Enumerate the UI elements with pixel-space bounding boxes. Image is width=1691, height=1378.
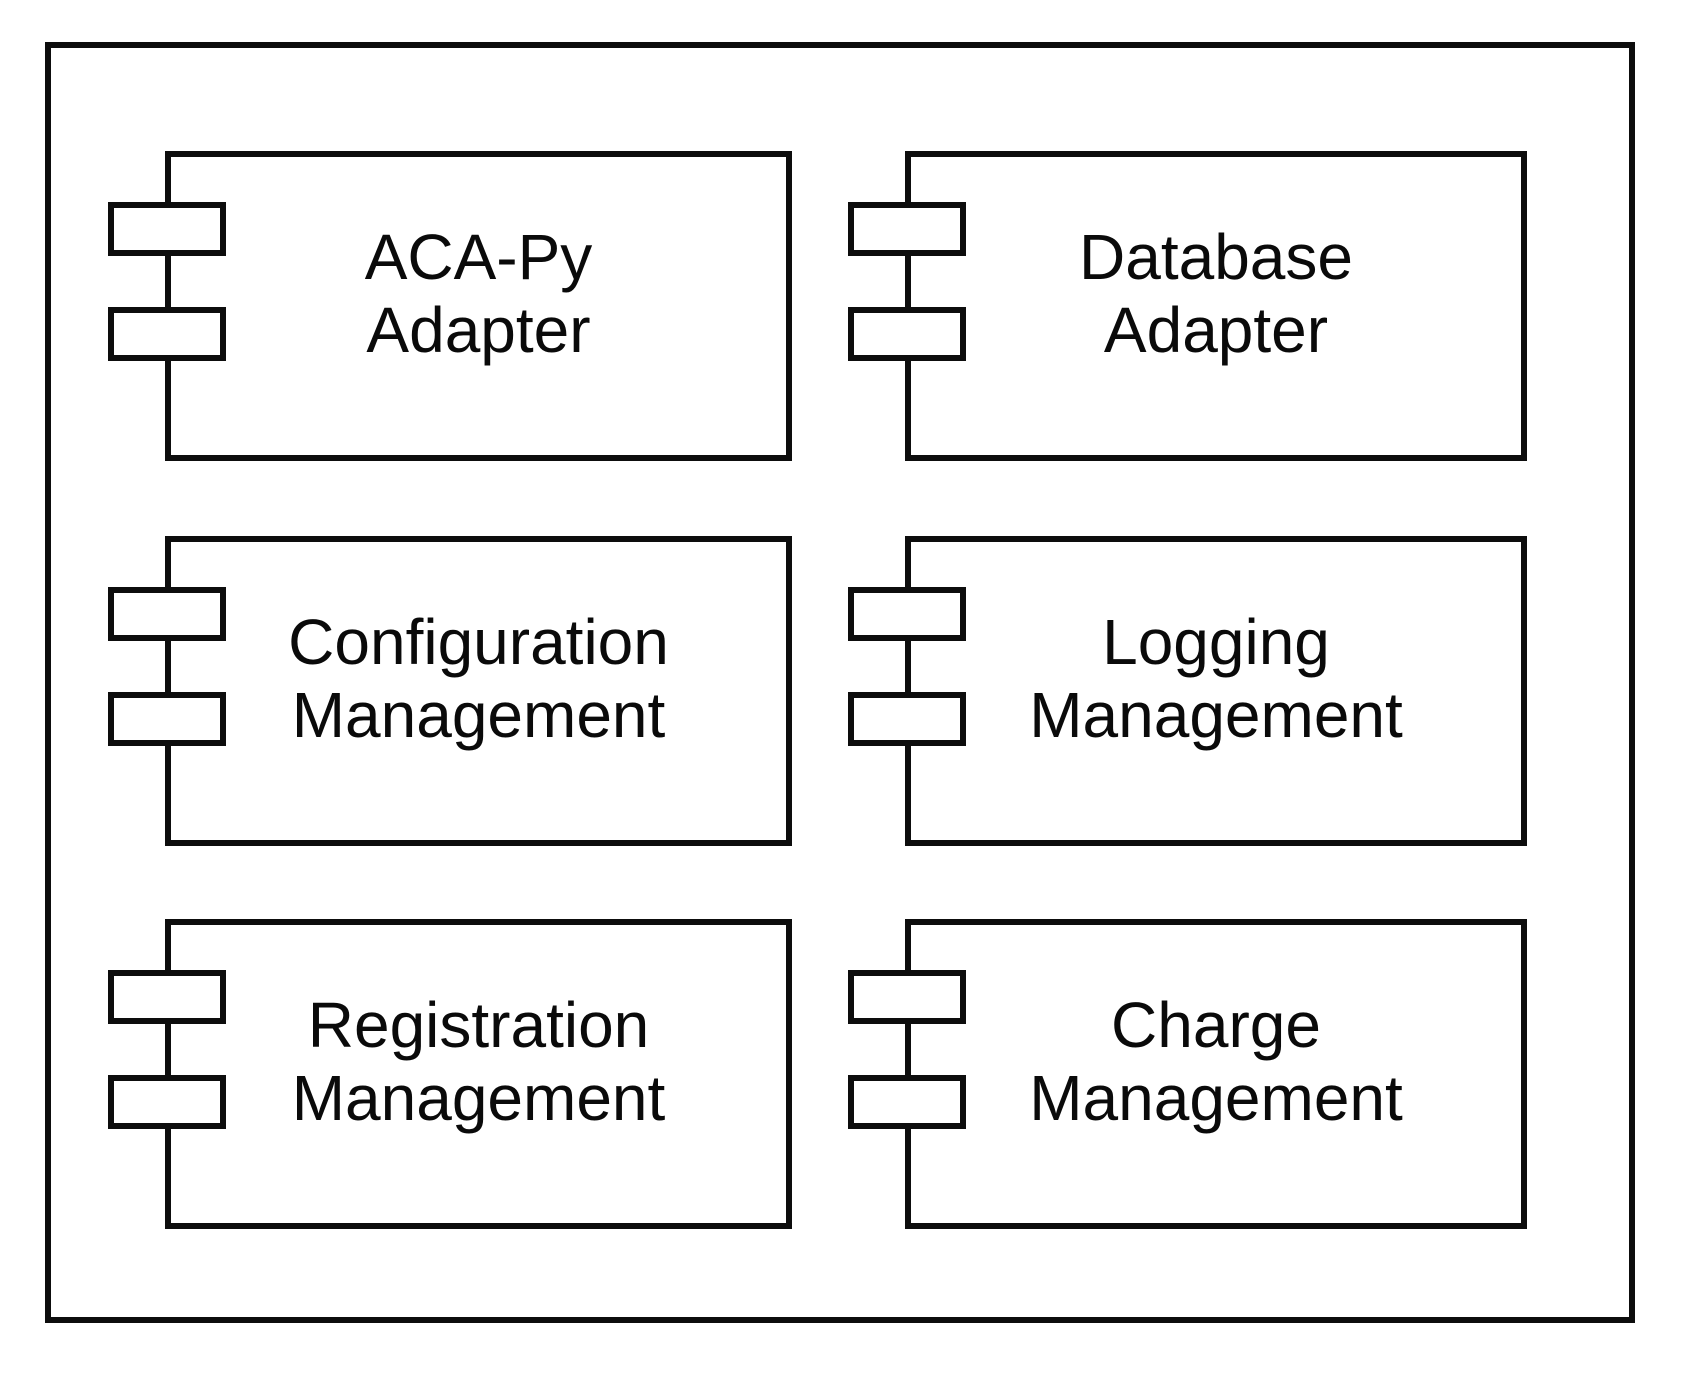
- component-label: Configuration Management: [171, 530, 786, 828]
- uml-port-icon-bottom: [848, 307, 966, 361]
- component-registration-management: Registration Management: [108, 919, 792, 1229]
- component-label-line: ACA-Py: [364, 221, 593, 293]
- system-boundary-box: ACA-Py Adapter Database Adapter Configur…: [45, 42, 1635, 1323]
- component-label-line: Registration: [307, 989, 650, 1061]
- uml-port-icon-bottom: [848, 1075, 966, 1129]
- component-label: Charge Management: [911, 913, 1521, 1211]
- uml-port-icon-top: [108, 970, 226, 1024]
- component-label: Registration Management: [171, 913, 786, 1211]
- component-label-line: Management: [1029, 1062, 1403, 1134]
- component-label-line: Management: [291, 679, 666, 751]
- uml-port-icon-top: [848, 202, 966, 256]
- component-aca-py-adapter: ACA-Py Adapter: [108, 151, 792, 461]
- uml-port-icon-bottom: [108, 307, 226, 361]
- uml-port-icon-top: [848, 970, 966, 1024]
- component-label-line: Adapter: [366, 294, 591, 366]
- uml-port-icon-top: [108, 202, 226, 256]
- component-configuration-management: Configuration Management: [108, 536, 792, 846]
- component-label-line: Configuration: [288, 606, 669, 678]
- component-database-adapter: Database Adapter: [848, 151, 1527, 461]
- component-label: Logging Management: [911, 530, 1521, 828]
- uml-port-icon-bottom: [108, 1075, 226, 1129]
- component-label-line: Database: [1079, 221, 1353, 293]
- component-logging-management: Logging Management: [848, 536, 1527, 846]
- component-label-line: Management: [1029, 679, 1403, 751]
- component-label-line: Management: [291, 1062, 666, 1134]
- component-label: Database Adapter: [911, 145, 1521, 443]
- uml-port-icon-top: [108, 587, 226, 641]
- uml-port-icon-top: [848, 587, 966, 641]
- component-label: ACA-Py Adapter: [171, 145, 786, 443]
- uml-port-icon-bottom: [848, 692, 966, 746]
- component-charge-management: Charge Management: [848, 919, 1527, 1229]
- component-label-line: Logging: [1102, 606, 1330, 678]
- uml-port-icon-bottom: [108, 692, 226, 746]
- component-label-line: Charge: [1111, 989, 1321, 1061]
- component-label-line: Adapter: [1103, 294, 1329, 366]
